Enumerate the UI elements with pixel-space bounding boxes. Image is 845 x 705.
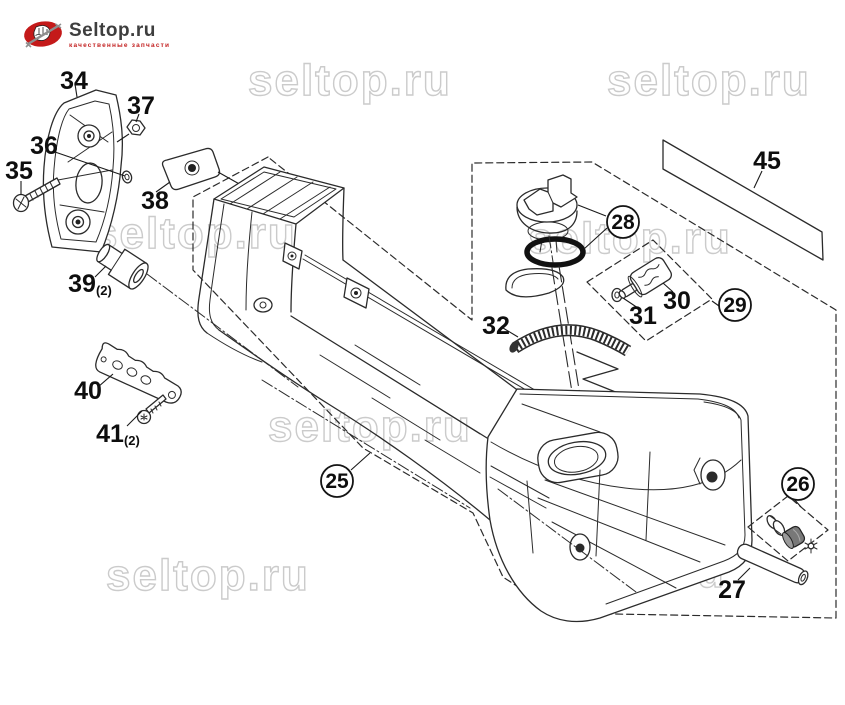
seltop-logo-icon <box>24 21 62 48</box>
svg-text:30: 30 <box>663 287 691 315</box>
svg-text:38: 38 <box>141 187 169 215</box>
svg-text:28: 28 <box>611 211 635 234</box>
part-callout-34: 34 <box>60 67 88 98</box>
svg-text:32: 32 <box>482 312 510 340</box>
svg-text:34: 34 <box>60 67 88 95</box>
svg-text:45: 45 <box>753 147 781 175</box>
svg-text:25: 25 <box>325 470 349 493</box>
part-37-nut <box>116 119 146 143</box>
logo-tagline: качественные запчасти <box>69 42 171 49</box>
fuel-tank-housing <box>485 388 753 623</box>
svg-text:31: 31 <box>629 302 657 330</box>
part-40-clamp-bracket <box>95 342 182 404</box>
part-callout-32: 32 <box>482 312 519 340</box>
part-callout-29: 29 <box>711 288 752 322</box>
part-callout-40: 40 <box>74 373 114 405</box>
part-26-grommet-set <box>747 495 829 562</box>
throttle-rod <box>282 242 624 428</box>
part-callout-41: 41(2) <box>96 410 143 448</box>
watermark: seltop.ru <box>248 56 452 105</box>
o-ring <box>524 236 586 268</box>
svg-text:29: 29 <box>723 294 746 317</box>
part-callout-26: 26 <box>781 467 815 508</box>
part-30-31-fuel-filter-group <box>586 239 713 342</box>
assembly-boundary <box>192 156 837 619</box>
part-callout-36: 36 <box>30 132 126 177</box>
part-callout-45: 45 <box>753 147 781 189</box>
part-callout-27: 27 <box>718 567 751 604</box>
svg-text:27: 27 <box>718 576 746 604</box>
part-45-label-plate <box>662 139 824 261</box>
watermark: seltop.ru <box>607 56 811 105</box>
part-36-washer <box>121 170 133 184</box>
part-34-guide-bracket <box>42 89 124 253</box>
part-callout-31: 31 <box>622 297 657 330</box>
watermark: seltop.ru <box>106 551 310 600</box>
part-28-fuel-cap <box>505 174 589 449</box>
logo-title: Seltop.ru <box>69 20 156 41</box>
svg-text:36: 36 <box>30 132 58 160</box>
svg-text:40: 40 <box>74 377 102 405</box>
svg-text:39(2): 39(2) <box>68 270 112 298</box>
part-callout-25: 25 <box>320 452 371 498</box>
watermark: seltop.ru <box>268 402 472 451</box>
svg-text:35: 35 <box>5 157 33 185</box>
part-callout-38: 38 <box>141 181 171 215</box>
rear-handle-housing <box>197 166 517 521</box>
svg-text:41(2): 41(2) <box>96 420 140 448</box>
part-38-plate <box>161 147 251 191</box>
part-41-screw <box>136 394 167 425</box>
part-callout-28: 28 <box>577 204 640 250</box>
part-27-tube <box>736 543 809 586</box>
drawing-layer <box>12 89 837 623</box>
part-callout-37: 37 <box>127 92 155 123</box>
svg-text:37: 37 <box>127 92 155 120</box>
part-callout-39: 39(2) <box>68 265 112 298</box>
part-callout-35: 35 <box>5 157 33 195</box>
part-32-spring-hose <box>509 324 632 357</box>
part-callout-30: 30 <box>662 282 691 315</box>
svg-text:26: 26 <box>786 473 809 496</box>
site-logo[interactable]: Seltop.ru качественные запчасти <box>22 18 170 50</box>
